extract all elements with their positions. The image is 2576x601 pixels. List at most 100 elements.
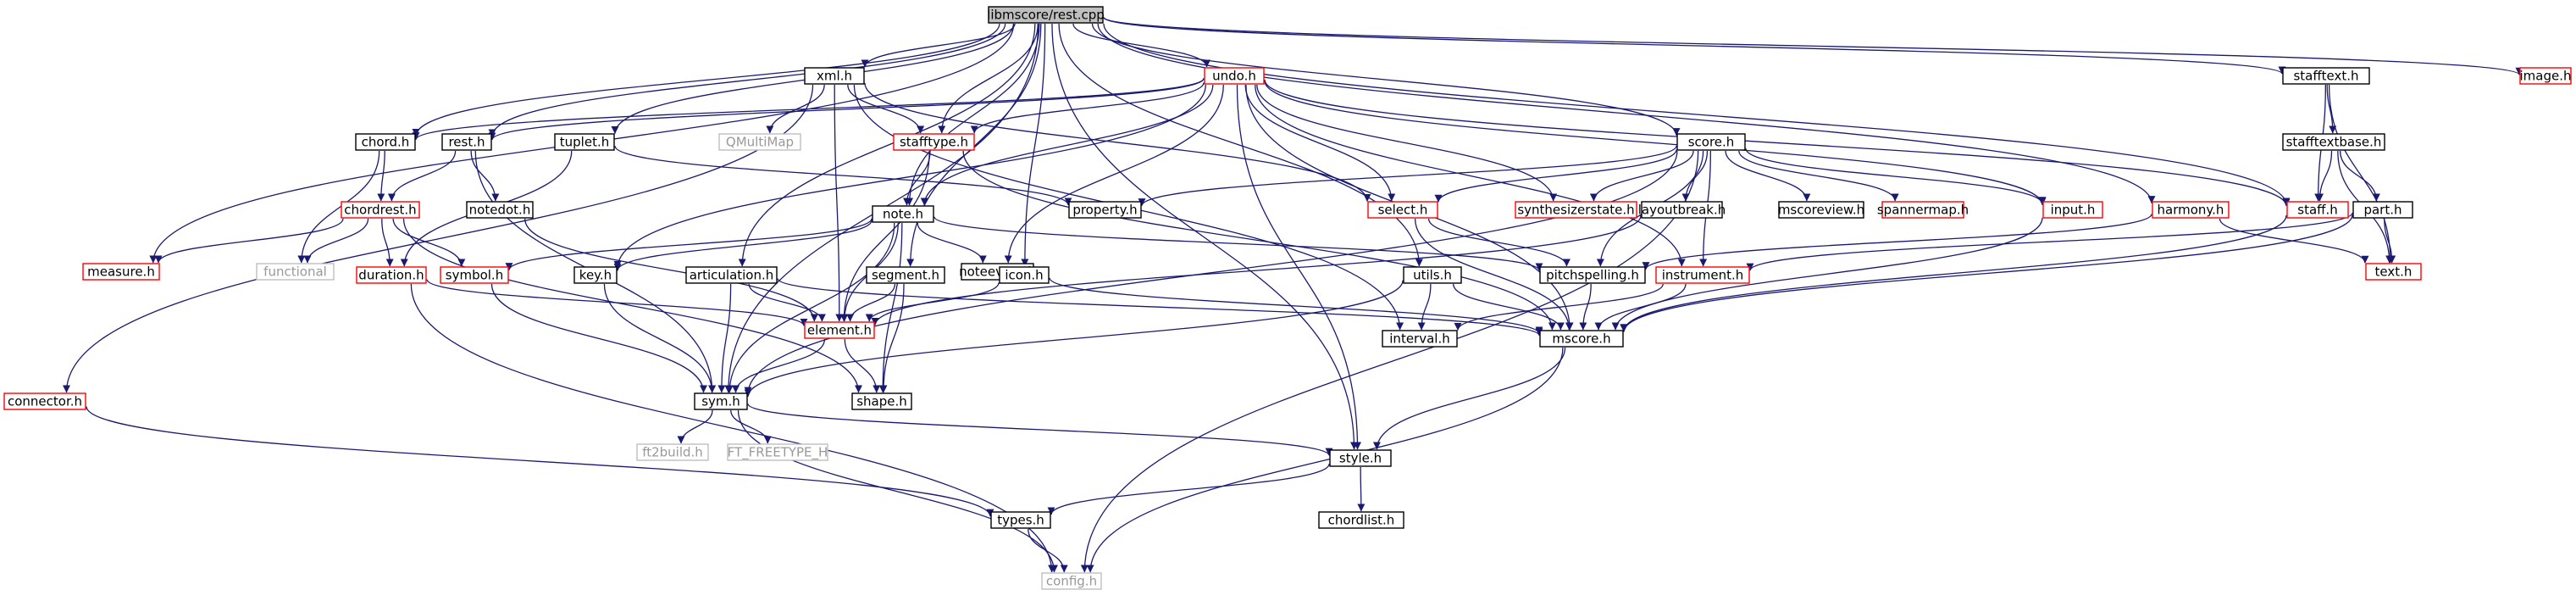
edge-select-to-pitchspelling [1427,218,1571,267]
node-sym-box [694,392,748,410]
node-stafftext[interactable]: stafftext.h [2282,67,2370,85]
node-element[interactable]: element.h [804,321,875,339]
edge-undo-to-chord [412,77,1205,141]
node-select[interactable]: select.h [1367,201,1438,219]
node-types[interactable]: types.h [990,511,1051,529]
node-connector[interactable]: connector.h [3,392,86,410]
node-part-box [2352,201,2413,219]
edge-rest_cpp-to-harmony [1097,23,2156,204]
node-layoutbreak-label: layoutbreak.h [1638,203,1726,218]
edge-rest_cpp-to-chord [412,23,1000,137]
node-tuplet[interactable]: tuplet.h [554,133,615,151]
node-shape[interactable]: shape.h [851,392,912,410]
edge-element-to-sym [732,338,826,393]
node-instrument-box [1655,266,1750,284]
edge-note-to-pitchspelling [933,216,1543,271]
edge-score-to-layoutbreak [1681,150,1709,202]
edge-sym-to-style [747,403,1333,456]
edge-types-to-config [1028,528,1068,573]
node-element-label: element.h [807,323,872,338]
edge-pitchspelling-to-mscore [1579,283,1592,331]
node-text[interactable]: text.h [2365,263,2422,281]
node-pitchspelling-box [1539,266,1646,284]
edge-chordrest-to-measure [154,218,344,264]
node-articulation-label: articulation.h [690,268,774,283]
node-qmultimap-box [718,133,801,151]
edge-tuplet-to-property [614,145,1072,206]
node-note[interactable]: note.h [872,205,934,223]
node-image[interactable]: image.h [2519,67,2572,85]
node-duration[interactable]: duration.h [356,266,427,284]
edge-rest_cpp-to-xml [861,23,1016,68]
node-staff-label: staff.h [2297,203,2338,218]
edge-undo-to-rest [488,78,1205,141]
edge-rest_cpp-to-image [1103,16,2523,75]
node-text-label: text.h [2375,264,2413,280]
node-sym[interactable]: sym.h [694,392,748,410]
node-key[interactable]: key.h [573,266,618,284]
edge-rest_cpp-to-note [906,23,1040,206]
node-measure[interactable]: measure.h [82,263,160,281]
node-rest_cpp[interactable]: libmscore/rest.cpp [987,6,1105,24]
node-mscoreview[interactable]: mscoreview.h [1778,201,1864,219]
edge-mscore-to-config [1086,347,1564,573]
node-layoutbreak[interactable]: layoutbreak.h [1638,201,1726,219]
node-stafftextbase[interactable]: stafftextbase.h [2282,133,2385,151]
node-articulation[interactable]: articulation.h [685,266,778,284]
node-pitchspelling[interactable]: pitchspelling.h [1539,266,1646,284]
node-chordlist[interactable]: chordlist.h [1318,511,1404,529]
edge-segment-to-shape [879,283,905,393]
edge-rest_cpp-to-style [1051,23,1359,450]
edge-articulation-to-mscore [777,278,1543,337]
node-part[interactable]: part.h [2352,201,2413,219]
node-ft2build: ft2build.h [636,443,709,461]
node-undo-label: undo.h [1212,69,1256,84]
node-interval-label: interval.h [1389,331,1449,347]
node-score[interactable]: score.h [1676,133,1746,151]
node-segment[interactable]: segment.h [866,266,945,284]
edge-undo-to-stafftype [970,82,1205,134]
node-property-label: property.h [1072,203,1137,218]
node-icon[interactable]: icon.h [999,266,1050,284]
node-stafftype[interactable]: stafftype.h [893,133,975,151]
edge-chordrest-to-functional [303,218,369,264]
node-functional-box [256,263,335,281]
node-mscore[interactable]: mscore.h [1539,330,1624,348]
edge-utils-to-interval [1417,283,1432,331]
edge-icon-to-mscore [1049,277,1543,335]
node-symbol[interactable]: symbol.h [440,266,509,284]
edge-chord-to-functional [297,150,380,264]
node-property[interactable]: property.h [1068,201,1142,219]
node-chordrest[interactable]: chordrest.h [341,201,420,219]
node-chord[interactable]: chord.h [355,133,416,151]
node-staff[interactable]: staff.h [2286,201,2349,219]
node-stafftextbase-box [2282,133,2385,151]
node-input[interactable]: input.h [2042,201,2103,219]
node-interval[interactable]: interval.h [1382,330,1458,348]
node-utils-label: utils.h [1413,268,1452,283]
node-chordrest-box [341,201,420,219]
node-rest_cpp-box [988,6,1104,24]
node-score-box [1676,133,1746,151]
node-rest[interactable]: rest.h [441,133,492,151]
node-notedot[interactable]: notedot.h [466,201,534,219]
edge-symbol-to-sym [490,283,707,393]
edge-icon-to-element [865,282,1000,322]
node-instrument[interactable]: instrument.h [1655,266,1750,284]
node-harmony[interactable]: harmony.h [2152,201,2230,219]
node-synthesizerstate-box [1515,201,1637,219]
node-style[interactable]: style.h [1329,449,1392,467]
node-undo[interactable]: undo.h [1204,67,1265,85]
node-spannermap[interactable]: spannermap.h [1877,201,1969,219]
node-config: config.h [1041,572,1102,590]
edge-rest_cpp-to-segment [906,23,1042,267]
node-ft_freetype-box [727,443,828,461]
node-synthesizerstate-label: synthesizerstate.h [1517,203,1634,218]
node-synthesizerstate[interactable]: synthesizerstate.h [1515,201,1637,219]
node-xml[interactable]: xml.h [804,67,865,85]
node-utils[interactable]: utils.h [1403,266,1462,284]
node-interval-box [1382,330,1458,348]
node-element-box [804,321,875,339]
node-input-label: input.h [2051,203,2096,218]
edge-mscore-to-style [1372,347,1566,450]
